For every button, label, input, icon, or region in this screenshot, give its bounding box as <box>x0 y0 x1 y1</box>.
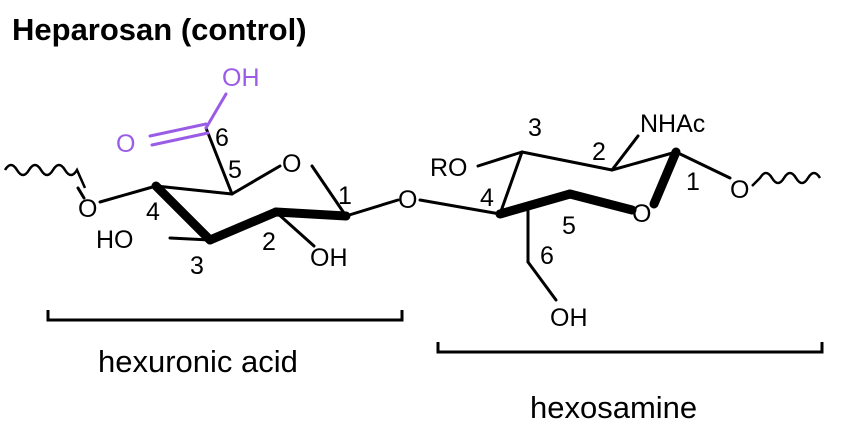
bond-c1-ringo <box>649 147 681 209</box>
hexuronic-ho-label: HO <box>96 226 134 254</box>
hexosamine-ring-o-label: O <box>632 200 651 228</box>
bond-c4-c5 <box>154 184 234 196</box>
hexosamine-ring <box>418 134 732 302</box>
hexuronic-oh-bottom-label: OH <box>310 244 348 272</box>
hexosamine-nhac-label: NHAc <box>640 110 705 138</box>
bond-linker-c4 <box>418 198 502 216</box>
bond-c2-c3 <box>205 207 281 245</box>
bond-c6-o-double-2 <box>150 131 210 147</box>
bond-o-c4 <box>98 184 158 204</box>
carboxyl-group: OH O <box>116 64 260 158</box>
hexuronic-caption: hexuronic acid <box>98 344 298 379</box>
diagram-title: Heparosan (control) <box>12 12 307 47</box>
carboxyl-oh-label: OH <box>222 64 260 92</box>
bond-c2-c1 <box>610 150 678 172</box>
glycosidic-o-label: O <box>398 186 417 214</box>
hexosamine-ro-label: RO <box>430 154 468 182</box>
hexuronic-c4-number: 4 <box>146 198 160 226</box>
bond-c1-o-right <box>674 150 732 180</box>
hexuronic-c5-number: 5 <box>228 156 242 184</box>
hexuronic-ring-o-label: O <box>282 150 301 178</box>
hexuronic-c1-number: 1 <box>338 182 352 210</box>
hexuronic-c6-number: 6 <box>215 124 229 152</box>
hexuronic-bracket <box>46 310 404 322</box>
bond-c6-oh <box>204 92 228 130</box>
bond-c6-o-double-1 <box>148 122 208 138</box>
bond-c1-c2 <box>271 207 351 221</box>
hexosamine-c4-number: 4 <box>480 184 494 212</box>
hexosamine-c2-number: 2 <box>592 138 606 166</box>
hexosamine-c6-number: 6 <box>540 242 554 270</box>
carbonyl-o-label: O <box>116 130 135 158</box>
bond-c5-ringo <box>230 164 282 196</box>
hexuronic-acid-ring <box>98 126 400 248</box>
bond-c1-linker <box>344 198 400 218</box>
hexuronic-c3-number: 3 <box>190 252 204 280</box>
bond-c3-ho <box>168 236 212 242</box>
hexosamine-oh-label: OH <box>550 304 588 332</box>
bond-c5-c4 <box>495 189 575 219</box>
hexuronic-o-left-label: O <box>78 195 97 223</box>
hexosamine-o-right-label: O <box>730 176 749 204</box>
bond-c2-nhac <box>610 134 640 172</box>
hexosamine-c1-number: 1 <box>686 168 700 196</box>
hexosamine-c5-number: 5 <box>562 212 576 240</box>
bond-ro-c3 <box>476 150 524 168</box>
hexosamine-caption: hexosamine <box>530 390 697 425</box>
right-wavy-bond <box>751 171 822 187</box>
left-wavy-bond <box>3 163 87 189</box>
hexosamine-bracket <box>436 342 824 354</box>
bond-c6-oh <box>526 260 558 302</box>
hexuronic-c2-number: 2 <box>262 228 276 256</box>
bond-c5-c6 <box>204 126 234 196</box>
hexosamine-c3-number: 3 <box>528 114 542 142</box>
bond-c4-c3 <box>498 150 524 216</box>
bond-c3-c4 <box>151 181 215 245</box>
bond-c2-oh <box>274 210 316 248</box>
bond-ringo-c1 <box>310 164 348 218</box>
bond-wavy-o-left <box>76 186 86 200</box>
bond-c3-c2 <box>520 150 614 172</box>
bond-ringo-c5 <box>565 189 637 215</box>
